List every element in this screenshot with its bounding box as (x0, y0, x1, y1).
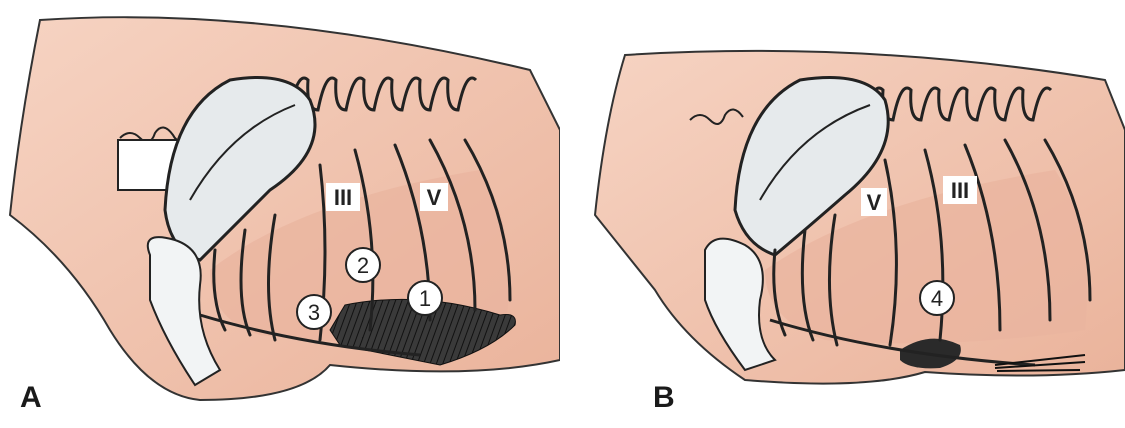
rib-label: III (951, 178, 969, 203)
site-marker-4: 4 (920, 281, 954, 315)
site-marker-1: 1 (408, 281, 442, 315)
site-marker-3: 3 (297, 295, 331, 329)
panel-letter: B (653, 381, 675, 415)
thorax-illustration-a: III V 1 2 3 (0, 0, 560, 423)
svg-text:3: 3 (308, 300, 320, 325)
svg-text:2: 2 (357, 253, 369, 278)
panel-a: III V 1 2 3 A (0, 0, 560, 423)
panel-b: V III 4 B (565, 0, 1125, 423)
panel-letter: A (20, 381, 42, 415)
rib-label: III (334, 185, 352, 210)
rib-label: V (427, 185, 442, 210)
thorax-illustration-b: V III 4 (565, 0, 1125, 423)
rib-label: V (867, 190, 882, 215)
site-marker-2: 2 (346, 248, 380, 282)
svg-text:1: 1 (419, 286, 431, 311)
svg-text:4: 4 (931, 286, 943, 311)
